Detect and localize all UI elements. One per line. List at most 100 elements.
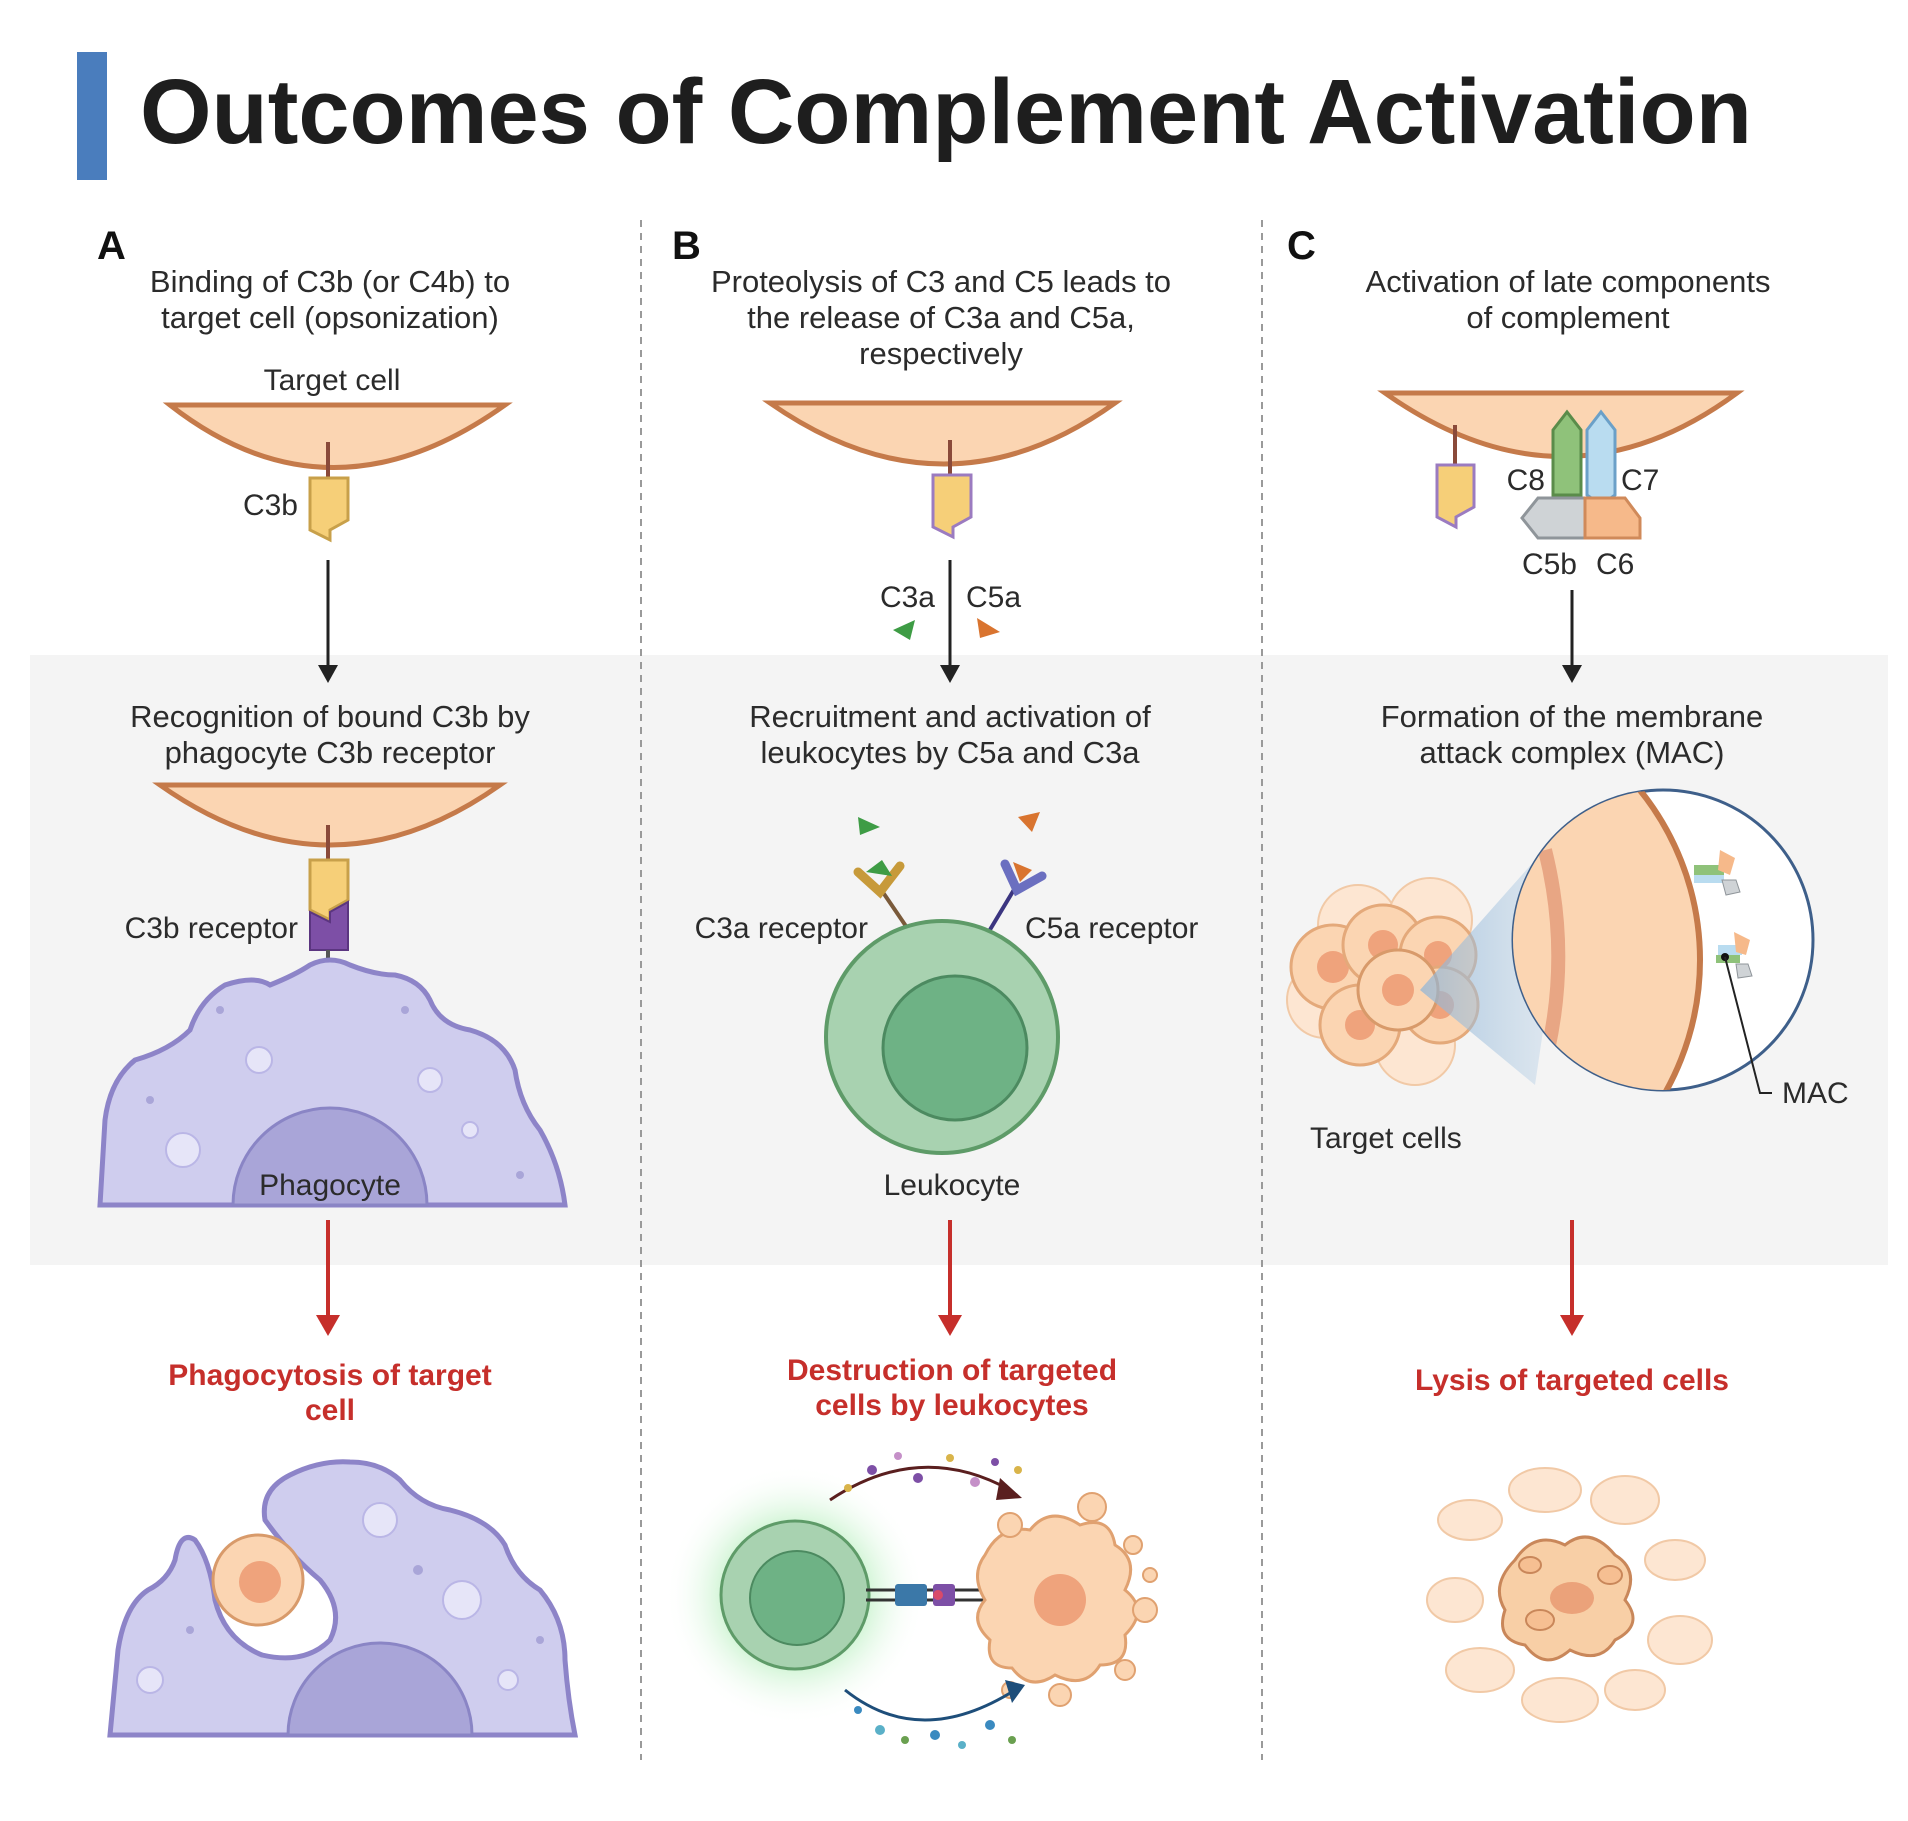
c5b-component [1520, 496, 1587, 540]
c3b-fragment-a [308, 476, 350, 543]
signal-arrow [844, 1688, 1016, 1722]
c3b-fragment-c [1435, 463, 1476, 530]
granule-dot [970, 1477, 980, 1487]
c3a-receptor [853, 861, 905, 899]
c3a-label: C3a [880, 581, 935, 614]
panel-b-result-line1: Destruction of targeted [787, 1354, 1117, 1387]
arrow-a2-head [316, 1315, 340, 1336]
debris-fragment [1508, 1467, 1582, 1513]
panel-b-caption-line3: respectively [859, 336, 1023, 371]
arrow-c2-head [1560, 1315, 1584, 1336]
granule-dot [854, 1706, 862, 1714]
panel-b-result-line2: cells by leukocytes [815, 1389, 1089, 1422]
signal-arrow-head [1005, 1680, 1025, 1703]
bleb [1077, 1492, 1107, 1522]
engulfing-nucleus [286, 1641, 474, 1737]
free-c5a [1018, 812, 1040, 832]
vesicle [136, 1666, 164, 1694]
panel-b-step2-line2: leukocytes by C5a and C3a [760, 735, 1140, 770]
c5a-fragment [977, 618, 1000, 638]
debris-fragment [1437, 1499, 1503, 1541]
leukocyte-label: Leukocyte [884, 1169, 1021, 1202]
granule-dot [844, 1484, 852, 1492]
panel-a: A Binding of C3b (or C4b) to target cell… [97, 224, 579, 1738]
granule-dot [1008, 1736, 1016, 1744]
debris-fragment [1445, 1647, 1515, 1693]
panel-b: B Proteolysis of C3 and C5 leads to the … [665, 224, 1198, 1749]
mac-pointer-line [1724, 956, 1772, 1094]
vesicle [417, 1067, 443, 1093]
debris-fragment [1647, 1615, 1713, 1665]
leukocyte-nucleus [881, 974, 1029, 1122]
arrow-b1-head [940, 665, 960, 683]
arrow-b2-head [938, 1315, 962, 1336]
cluster-nucleus [1317, 951, 1349, 983]
target-cell-cluster [1286, 877, 1480, 1086]
bound-c3a [866, 860, 892, 876]
mac-pore-upper [1694, 865, 1724, 875]
panel-b-caption-line1: Proteolysis of C3 and C5 leads to [711, 264, 1171, 299]
title-accent-bar [77, 52, 107, 180]
engulfing-phagocyte [107, 1459, 579, 1738]
panel-b-letter: B [672, 224, 701, 268]
panel-a-letter: A [97, 224, 126, 268]
phagocyte-nucleus [231, 1106, 429, 1207]
cytotoxic-release-arrow-head [996, 1478, 1022, 1500]
activated-leukocyte-nucleus [749, 1550, 845, 1646]
phagocyte-label: Phagocyte [259, 1169, 401, 1202]
granule [401, 1006, 409, 1014]
granule-dot [930, 1730, 940, 1740]
debris-fragment [1644, 1539, 1706, 1581]
debris-fragment [1525, 1609, 1555, 1631]
granule-dot [985, 1720, 995, 1730]
c5a-receptor-label: C5a receptor [1025, 912, 1198, 945]
panel-c-step2-line1: Formation of the membrane [1381, 699, 1764, 734]
granule [516, 1171, 524, 1179]
page-title: Outcomes of Complement Activation [140, 61, 1752, 163]
granule [413, 1565, 423, 1575]
granule-dot [991, 1458, 999, 1466]
granule [146, 1096, 154, 1104]
free-c3a [858, 817, 880, 835]
c8-component [1551, 409, 1583, 497]
bleb [1123, 1535, 1143, 1555]
debris-fragment [1597, 1565, 1623, 1585]
mac-pore-upper [1721, 879, 1741, 896]
target-cell-a2 [152, 782, 508, 848]
c6-component [1583, 496, 1642, 540]
target-cell-b [762, 400, 1123, 467]
target-cell-a [162, 402, 513, 470]
debris-fragment [1426, 1577, 1484, 1623]
bleb [997, 1512, 1023, 1538]
target-cell-label: Target cell [264, 364, 401, 397]
panel-a-step2-line2: phagocyte C3b receptor [165, 735, 496, 770]
debris-nucleus [1550, 1582, 1594, 1614]
mac-pore-lower [1718, 945, 1742, 955]
cluster-nucleus [1382, 974, 1414, 1006]
bleb [1142, 1567, 1158, 1583]
engulfed-target-nucleus [239, 1561, 281, 1603]
debris-fragment [1590, 1475, 1660, 1525]
granule-dot [913, 1473, 923, 1483]
panel-a-step2-line1: Recognition of bound C3b by [130, 699, 530, 734]
bleb [1048, 1683, 1072, 1707]
vesicle [362, 1502, 398, 1538]
phagocyte-cell [97, 957, 568, 1208]
debris-fragment [1604, 1669, 1666, 1711]
zoomed-nucleus-edge [1538, 848, 1566, 1052]
c3b-receptor-label: C3b receptor [125, 912, 298, 945]
vesicle [245, 1046, 273, 1074]
mac-pore-upper [1694, 875, 1724, 883]
vesicle [442, 1580, 482, 1620]
panel-b-caption-line2: the release of C3a and C5a, [747, 300, 1135, 335]
c3b-label: C3b [243, 489, 298, 522]
c5a-label: C5a [966, 581, 1021, 614]
panel-c-step2-line2: attack complex (MAC) [1420, 735, 1725, 770]
granule-dot [946, 1454, 954, 1462]
bleb [1114, 1659, 1136, 1681]
granule [536, 1636, 544, 1644]
damaged-target-nucleus [1034, 1574, 1086, 1626]
c3b-receptor-shape [309, 900, 349, 951]
synapse-dot [933, 1590, 943, 1600]
mac-pore-lower [1734, 932, 1750, 955]
